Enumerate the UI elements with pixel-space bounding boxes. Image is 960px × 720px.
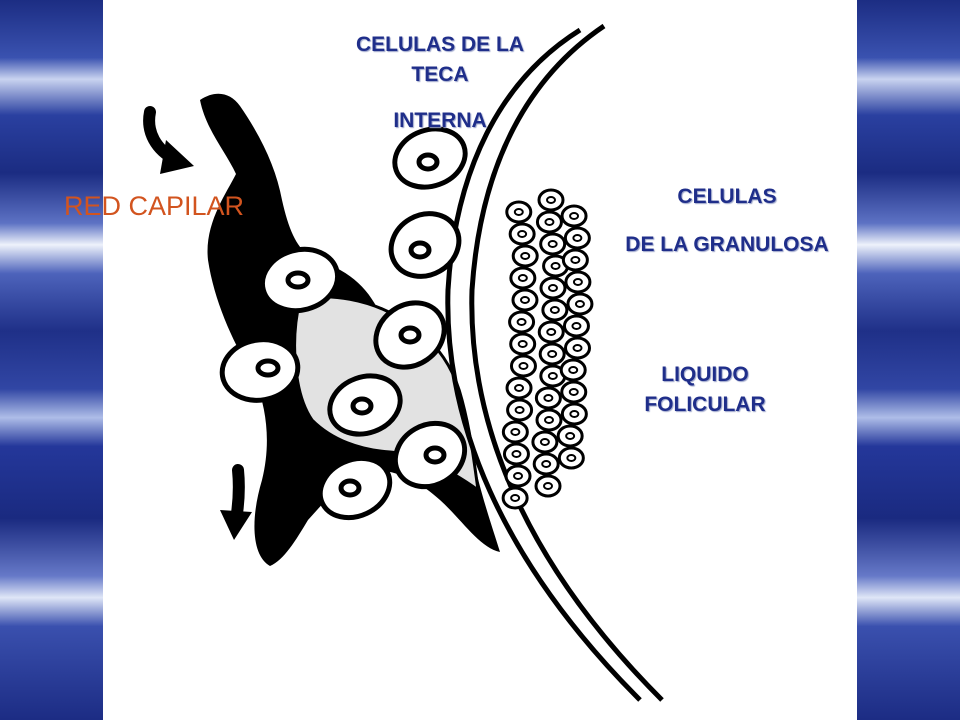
label-granulosa-line2: DE LA GRANULOSA — [625, 233, 829, 256]
granulosa-cell — [511, 244, 539, 268]
label-granulosa-line1: CELULAS — [677, 185, 777, 208]
granulosa-cell — [531, 430, 559, 454]
basement-membrane-outer — [445, 27, 642, 702]
label-red-capilar: RED CAPILAR — [64, 191, 245, 221]
label-teca-line2: TECA — [411, 63, 469, 86]
theca-cell-5 — [219, 337, 301, 403]
theca-cell-1 — [392, 126, 468, 190]
granulosa-cell — [537, 188, 565, 212]
granulosa-cell — [535, 408, 563, 432]
granulosa-cell — [560, 204, 588, 228]
granulosa-cell — [502, 442, 530, 466]
label-liquido: LIQUIDO FOLICULAR — [615, 360, 795, 420]
basement-membrane-inner — [469, 23, 664, 702]
granulosa-cell — [564, 270, 592, 294]
granulosa-cell — [501, 420, 529, 444]
label-liquido-line2: FOLICULAR — [644, 393, 766, 416]
left-gradient-border — [0, 0, 103, 720]
granulosa-cell — [535, 210, 563, 234]
granulosa-cell — [505, 200, 533, 224]
label-granulosa: CELULAS DE LA GRANULOSA — [597, 182, 857, 260]
arrow-top-head — [160, 140, 194, 174]
granulosa-cell — [559, 358, 587, 382]
granulosa-cell — [560, 380, 588, 404]
theca-cell-6 — [327, 373, 403, 437]
granulosa-cell — [541, 298, 569, 322]
granulosa-cell — [537, 320, 565, 344]
granulosa-cell — [560, 402, 588, 426]
label-teca: CELULAS DE LA TECA INTERNA — [325, 30, 555, 136]
granulosa-cell — [504, 464, 532, 488]
granulosa-cell — [556, 424, 584, 448]
granulosa-cell — [508, 310, 536, 334]
arrow-bottom-head — [220, 510, 252, 540]
granulosa-cell — [563, 336, 591, 360]
granulosa-cell — [509, 332, 537, 356]
granulosa-cell — [561, 248, 589, 272]
granulosa-cell — [566, 292, 594, 316]
right-gradient-border — [857, 0, 960, 720]
granulosa-cell — [511, 288, 539, 312]
granulosa-cell — [509, 266, 537, 290]
granulosa-cell — [532, 452, 560, 476]
granulosa-cell — [534, 474, 562, 498]
label-teca-line3: INTERNA — [393, 109, 487, 132]
theca-cell-4 — [373, 300, 447, 370]
theca-cell-7 — [392, 420, 468, 490]
granulosa-cell — [501, 486, 529, 510]
theca-cell-2 — [388, 211, 462, 279]
granulosa-cell — [534, 386, 562, 410]
granulosa-cell — [542, 254, 570, 278]
granulosa-cell — [539, 232, 567, 256]
granulosa-cell — [508, 222, 536, 246]
theca-cell-8 — [317, 455, 393, 521]
granulosa-cell — [509, 354, 537, 378]
granulosa-cell — [562, 314, 590, 338]
granulosa-cell — [506, 398, 534, 422]
label-teca-line1: CELULAS DE LA — [356, 33, 524, 56]
theca-cell-3 — [259, 246, 341, 314]
granulosa-cell — [505, 376, 533, 400]
granulosa-cell — [539, 276, 567, 300]
granulosa-cell — [538, 342, 566, 366]
label-liquido-line1: LIQUIDO — [661, 363, 749, 386]
granulosa-cell — [563, 226, 591, 250]
granulosa-cell-layer — [501, 188, 594, 510]
granulosa-cell — [557, 446, 585, 470]
